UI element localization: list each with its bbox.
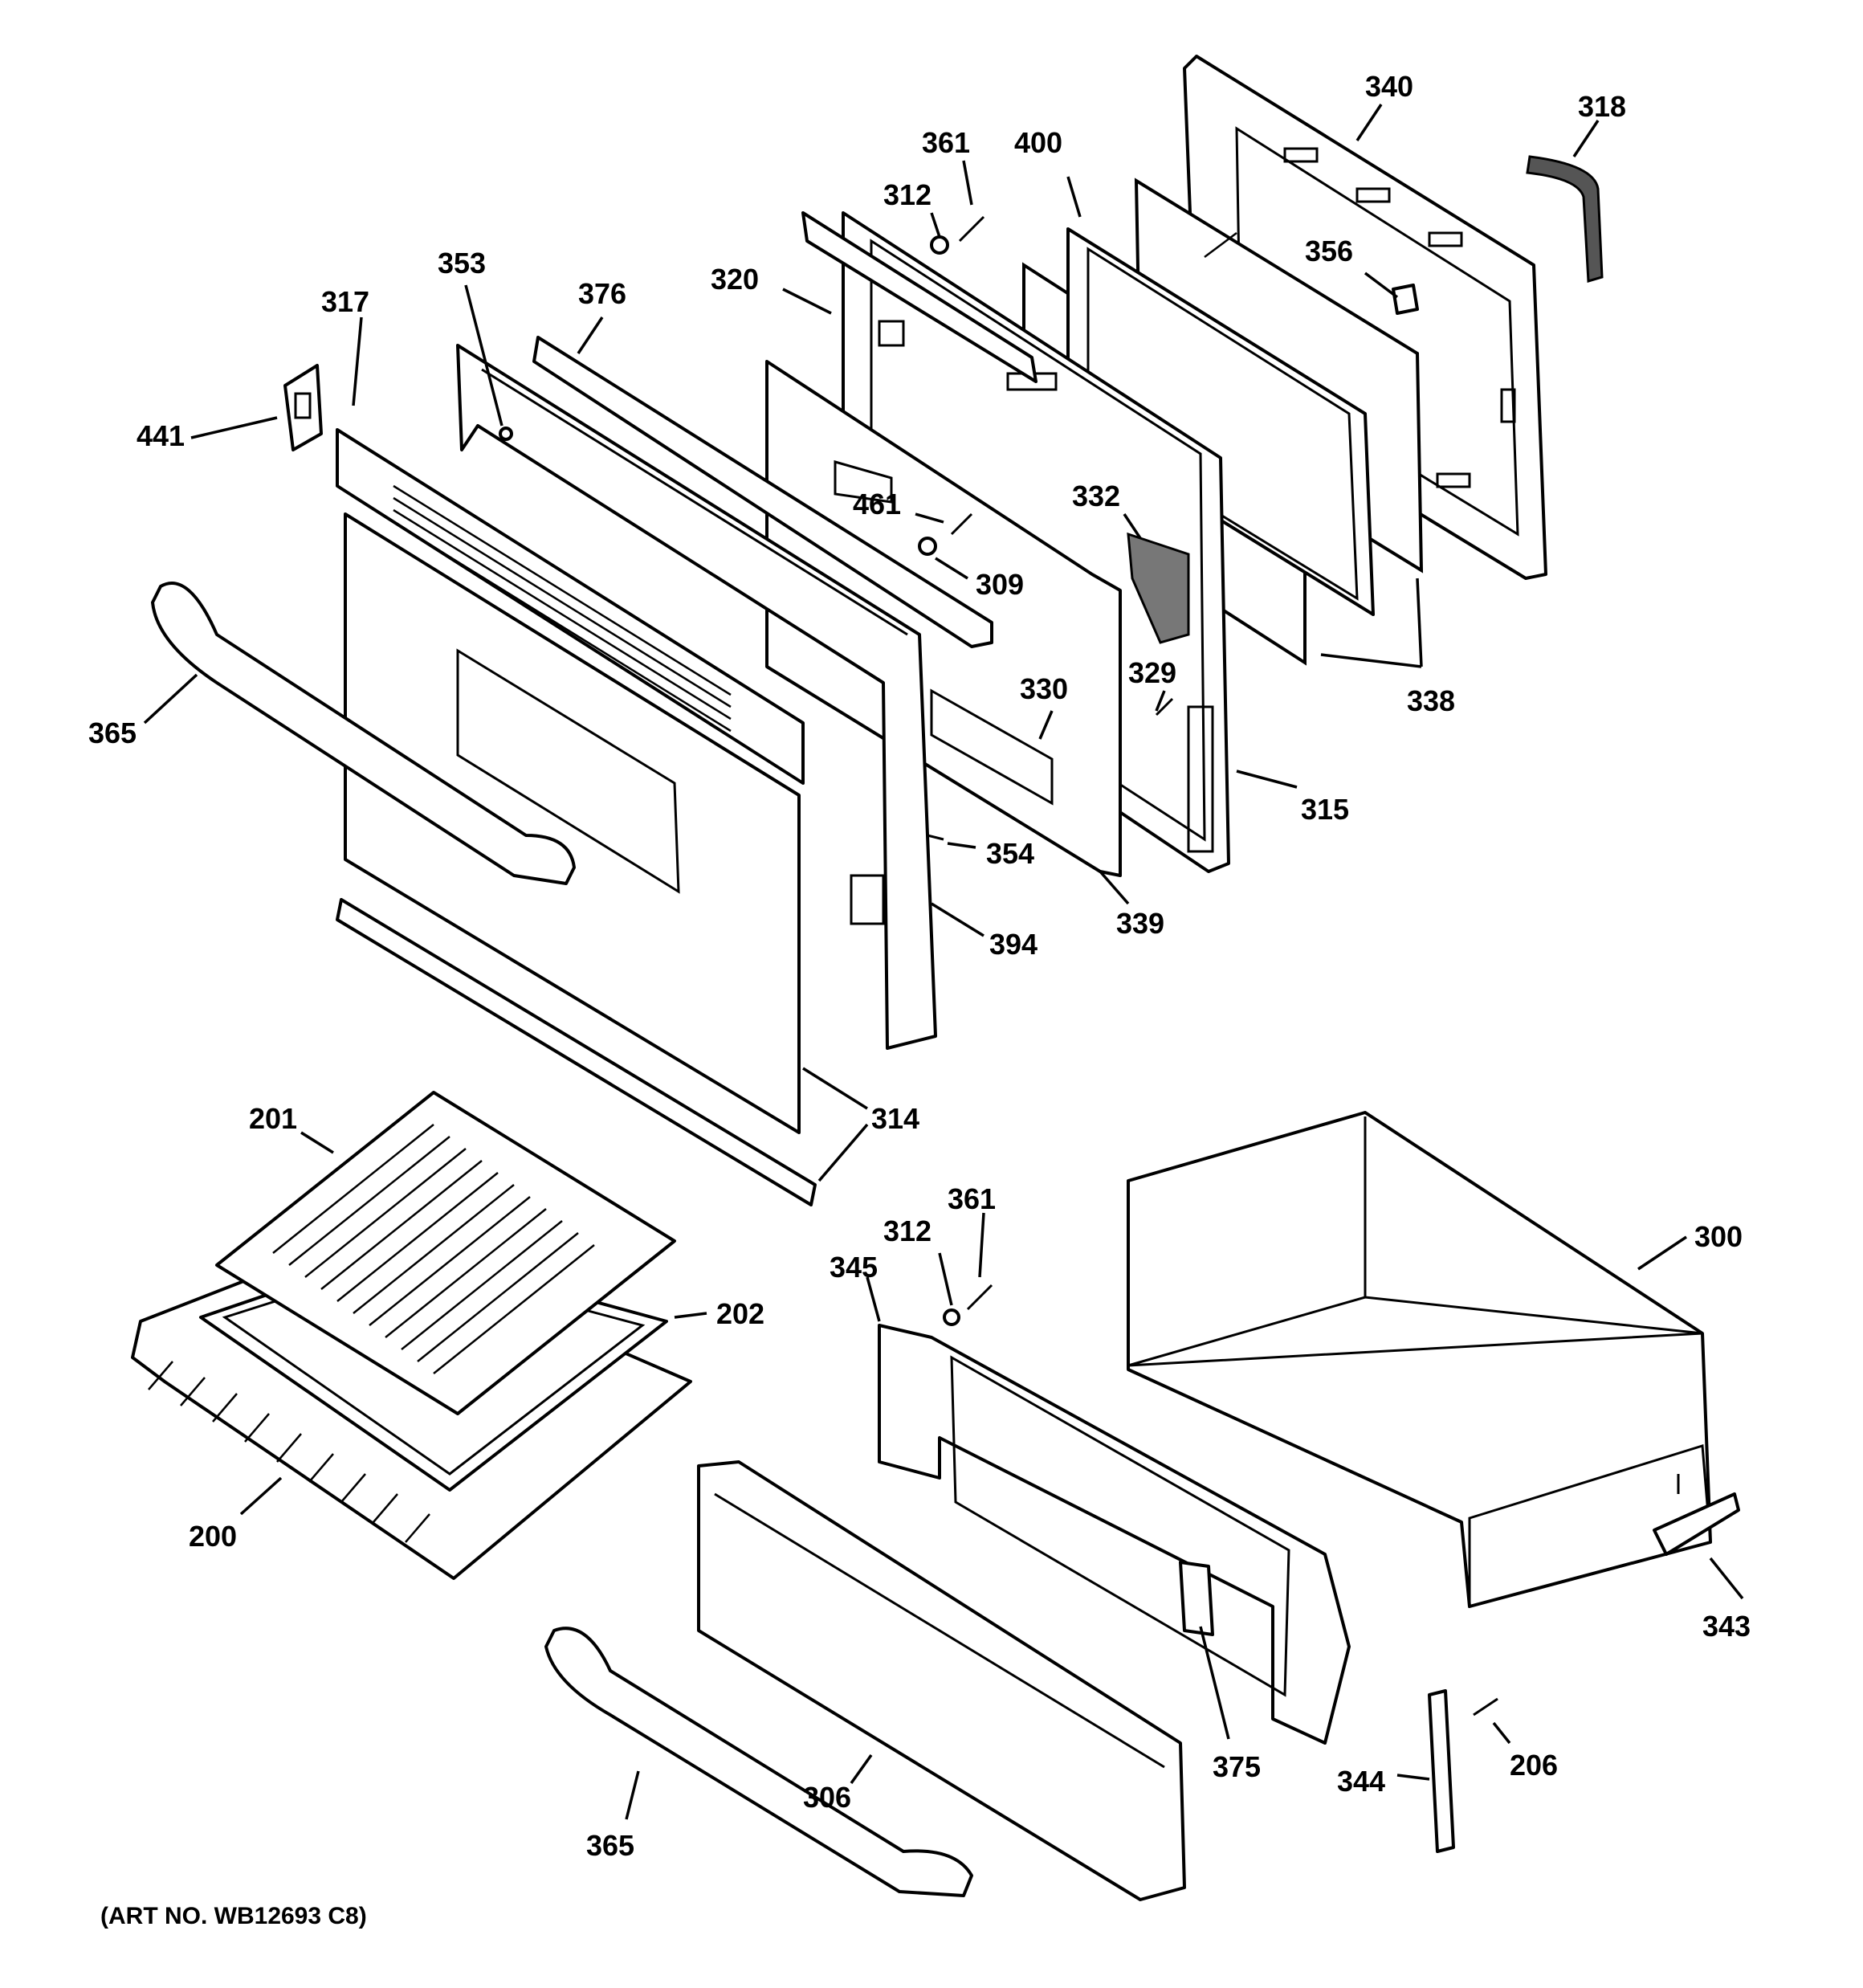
part-353-screw: [499, 427, 513, 441]
small-hardware: [499, 215, 1419, 841]
label-344: 344: [1337, 1765, 1385, 1798]
part-441-bracket: [283, 364, 323, 451]
label-339: 339: [1116, 907, 1164, 940]
label-312-upper: 312: [883, 178, 932, 211]
label-206: 206: [1510, 1749, 1558, 1782]
part-300-drawer-body: [1127, 1111, 1712, 1608]
label-200: 200: [189, 1520, 237, 1553]
part-320-hinge-frame: [801, 211, 1037, 383]
part-labels: 340 318 361 400 312 356 353 376 320 317 …: [88, 70, 1751, 1862]
label-340: 340: [1365, 70, 1413, 103]
label-365-lower: 365: [586, 1829, 634, 1862]
part-332-insulation: [1127, 532, 1190, 644]
part-318-gasket: [1526, 155, 1604, 283]
label-317: 317: [321, 285, 369, 318]
label-441: 441: [137, 419, 185, 452]
lower-hardware: [943, 1284, 1680, 1717]
label-320: 320: [711, 263, 759, 296]
label-332: 332: [1072, 480, 1120, 512]
label-394: 394: [989, 928, 1037, 961]
label-201: 201: [249, 1102, 297, 1135]
label-345: 345: [830, 1251, 878, 1284]
label-338: 338: [1407, 684, 1455, 717]
label-306: 306: [803, 1781, 851, 1814]
label-375: 375: [1213, 1750, 1261, 1783]
part-361-screw: [958, 215, 985, 243]
label-309: 309: [976, 568, 1024, 601]
label-365-upper: 365: [88, 716, 137, 749]
part-344-drawer-rail: [1428, 1689, 1455, 1853]
label-318: 318: [1578, 90, 1626, 123]
label-202: 202: [716, 1297, 764, 1330]
label-400: 400: [1014, 126, 1062, 159]
label-361-upper: 361: [922, 126, 970, 159]
part-312-washer-lower: [943, 1308, 960, 1326]
label-361-lower: 361: [948, 1182, 996, 1215]
part-312-washer: [930, 235, 949, 255]
art-number: (ART NO. WB12693 C8): [100, 1903, 367, 1929]
part-356-clip: [1392, 284, 1419, 315]
label-356: 356: [1305, 235, 1353, 267]
part-394-door-frame: [456, 344, 937, 1050]
part-376-vent-channel: [532, 336, 993, 648]
part-365-upper-door-handle: [151, 582, 576, 885]
label-315: 315: [1301, 793, 1349, 826]
part-309-washer: [918, 537, 937, 556]
label-312-lower: 312: [883, 1214, 932, 1247]
label-461: 461: [853, 488, 901, 520]
part-461-screw: [950, 512, 973, 536]
part-340-door-back-frame: [1183, 55, 1547, 580]
label-300: 300: [1694, 1220, 1743, 1253]
label-329: 329: [1128, 656, 1176, 689]
part-343-drawer-glide: [1653, 1492, 1740, 1556]
part-317-vent-trim: [336, 428, 805, 785]
vent-slots: [393, 484, 732, 733]
label-343: 343: [1702, 1610, 1751, 1643]
part-361-screw-lower: [966, 1284, 993, 1311]
part-201-broiler-pan-grid: [215, 1091, 676, 1415]
part-375-drawer-bracket: [1179, 1561, 1214, 1636]
label-314: 314: [871, 1102, 919, 1135]
leader-lines: [143, 104, 1744, 1820]
part-354-screw: [927, 834, 944, 841]
part-206-screw: [1473, 1697, 1498, 1717]
part-345-drawer-front-frame: [878, 1324, 1351, 1745]
part-329-screw: [1155, 697, 1174, 716]
part-314-bottom-trim: [336, 898, 817, 1206]
grid-slots: [272, 1124, 595, 1374]
rack-wires: [148, 1361, 430, 1543]
label-376: 376: [578, 277, 626, 310]
label-353: 353: [438, 247, 486, 280]
part-365-lower-drawer-handle: [544, 1627, 973, 1897]
part-306-drawer-front-panel: [697, 1460, 1186, 1901]
label-330: 330: [1020, 672, 1068, 705]
label-354: 354: [986, 837, 1034, 870]
